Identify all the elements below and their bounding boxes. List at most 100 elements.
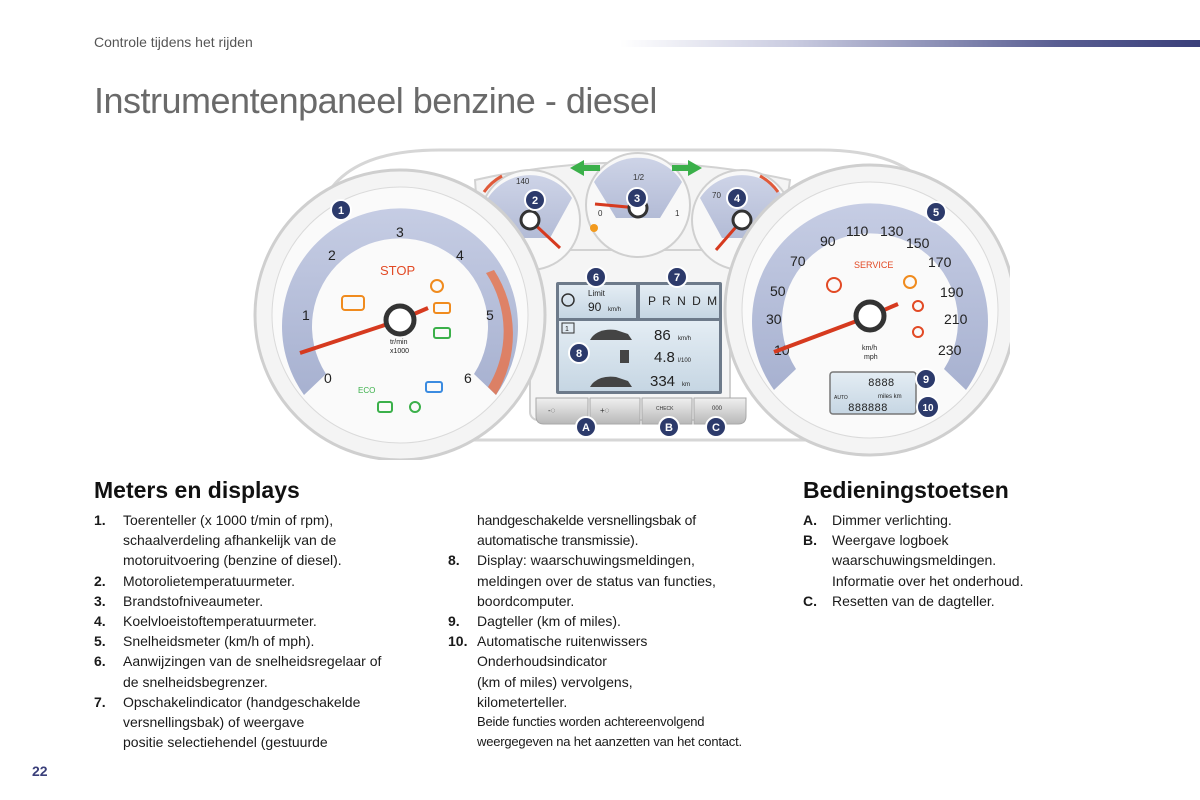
- meter-item-2: 2.Motorolietemperatuurmeter.: [94, 572, 295, 589]
- svg-text:Limit: Limit: [588, 289, 606, 298]
- svg-text:140: 140: [516, 177, 530, 186]
- svg-text:70: 70: [712, 191, 721, 200]
- svg-text:8: 8: [576, 348, 582, 360]
- meter-item-6: 6.Aanwijzingen van de snelheidsregelaar …: [94, 653, 382, 690]
- trip-odometer-display: [829, 371, 917, 415]
- marker-2: 2: [524, 189, 546, 211]
- svg-text:2: 2: [328, 247, 336, 263]
- meter-item-7-continuation: handgeschakelde versnellingsbak of autom…: [477, 512, 696, 549]
- svg-text:km: km: [682, 382, 690, 388]
- svg-text:6: 6: [593, 272, 599, 284]
- control-item-C: C.Resetten van de dagteller.: [803, 592, 995, 609]
- svg-text:2: 2: [532, 195, 538, 207]
- marker-8: 8: [568, 342, 590, 364]
- svg-text:8888: 8888: [868, 378, 894, 390]
- svg-text:km/h: km/h: [678, 336, 691, 342]
- control-item-A: A.Dimmer verlichting.: [803, 512, 952, 528]
- controls-heading: Bedieningstoetsen: [803, 477, 1009, 503]
- meter-item-3: 3.Brandstofniveaumeter.: [94, 592, 264, 609]
- svg-text:mph: mph: [864, 354, 878, 361]
- multifunction-display: Limit 90 km/h P R N D M 1 86 km/h 4.8 l/…: [556, 282, 722, 394]
- svg-text:3: 3: [396, 224, 404, 240]
- page-title: Instrumentenpaneel benzine - diesel: [94, 80, 657, 121]
- svg-text:1: 1: [675, 209, 680, 218]
- marker-9: 9: [915, 368, 937, 390]
- meter-note: Beide functies worden achtereenvolgend w…: [477, 714, 742, 750]
- controls-list: A.Dimmer verlichting. B.Weergave logboek…: [803, 510, 1103, 611]
- svg-text:km/h: km/h: [608, 307, 621, 313]
- svg-text:150: 150: [906, 235, 930, 251]
- svg-text:+◌: +◌: [600, 406, 610, 415]
- svg-text:SERVICE: SERVICE: [854, 260, 893, 270]
- svg-text:9: 9: [923, 374, 929, 386]
- dimmer-plus-button: [589, 397, 641, 425]
- svg-text:4: 4: [734, 193, 741, 205]
- marker-4: 4: [726, 187, 748, 209]
- svg-text:CHECK: CHECK: [656, 406, 674, 412]
- svg-text:4.8: 4.8: [654, 349, 675, 366]
- meters-list-column-1: 1.Toerenteller (x 1000 t/min of rpm), sc…: [94, 510, 434, 752]
- svg-text:7: 7: [674, 272, 680, 284]
- right-turn-arrow-icon: [672, 160, 702, 176]
- svg-text:888888: 888888: [848, 403, 888, 415]
- svg-text:210: 210: [944, 311, 968, 327]
- svg-text:10: 10: [922, 403, 934, 414]
- control-item-B: B.Weergave logboek waarschuwingsmeldinge…: [803, 532, 1024, 589]
- header-section-label: Controle tijdens het rijden: [94, 34, 253, 50]
- svg-text:km/h: km/h: [862, 345, 877, 352]
- svg-text:5: 5: [933, 207, 939, 219]
- marker-10: 10: [916, 395, 940, 419]
- svg-text:tr/min: tr/min: [390, 339, 408, 346]
- svg-text:P R N D M: P R N D M: [648, 294, 719, 308]
- marker-1: 1: [330, 199, 352, 221]
- svg-text:miles km: miles km: [878, 394, 902, 400]
- svg-text:110: 110: [846, 223, 869, 239]
- tachometer: 0 1 2 3 4 5 6 STOP tr/min x1000 ECO: [253, 168, 547, 460]
- trip-reset-button: [693, 397, 747, 425]
- speedometer: 10 30 50 70 90 110 130 150 170 190 210 2…: [723, 163, 1010, 457]
- svg-text:1: 1: [338, 205, 344, 217]
- svg-text:STOP: STOP: [380, 263, 415, 278]
- svg-text:90: 90: [820, 233, 836, 249]
- meter-item-4: 4.Koelvloeistoftemperatuurmeter.: [94, 613, 317, 630]
- page-number: 22: [32, 763, 48, 779]
- left-turn-arrow-icon: [570, 160, 600, 176]
- svg-text:-◌: -◌: [548, 406, 556, 415]
- meters-list-column-2: handgeschakelde versnellingsbak of autom…: [448, 510, 788, 752]
- marker-C: C: [705, 416, 727, 438]
- svg-text:x1000: x1000: [390, 348, 409, 355]
- control-buttons-row: -◌ +◌ CHECK 000: [535, 397, 747, 425]
- svg-text:130: 130: [880, 223, 904, 239]
- svg-text:3: 3: [634, 193, 640, 205]
- marker-3: 3: [626, 187, 648, 209]
- marker-6: 6: [585, 266, 607, 288]
- svg-text:1: 1: [565, 326, 569, 333]
- svg-text:0: 0: [324, 370, 332, 386]
- svg-text:334: 334: [650, 373, 675, 390]
- dimmer-minus-button: [535, 397, 589, 425]
- meter-item-10: 10.Automatische ruitenwissers Onderhouds…: [448, 633, 648, 710]
- svg-text:90: 90: [588, 300, 602, 314]
- marker-7: 7: [666, 266, 688, 288]
- svg-text:0: 0: [598, 209, 603, 218]
- svg-text:000: 000: [712, 406, 723, 412]
- svg-text:6: 6: [464, 370, 472, 386]
- svg-text:ECO: ECO: [358, 386, 375, 395]
- svg-text:190: 190: [940, 284, 964, 300]
- svg-text:l/100: l/100: [678, 358, 692, 364]
- svg-text:4: 4: [456, 247, 464, 263]
- svg-text:5: 5: [486, 307, 494, 323]
- header-decorative-bar: [620, 40, 1200, 47]
- svg-text:86: 86: [654, 327, 671, 344]
- meters-heading: Meters en displays: [94, 477, 300, 503]
- svg-text:70: 70: [790, 253, 806, 269]
- svg-text:230: 230: [938, 342, 962, 358]
- svg-text:B: B: [665, 422, 673, 434]
- meter-item-5: 5.Snelheidsmeter (km/h of mph).: [94, 633, 315, 650]
- svg-text:170: 170: [928, 254, 952, 270]
- marker-5: 5: [925, 201, 947, 223]
- meter-item-1: 1.Toerenteller (x 1000 t/min of rpm), sc…: [94, 512, 342, 569]
- svg-text:1: 1: [302, 307, 310, 323]
- marker-A: A: [575, 416, 597, 438]
- svg-text:AUTO: AUTO: [834, 395, 848, 401]
